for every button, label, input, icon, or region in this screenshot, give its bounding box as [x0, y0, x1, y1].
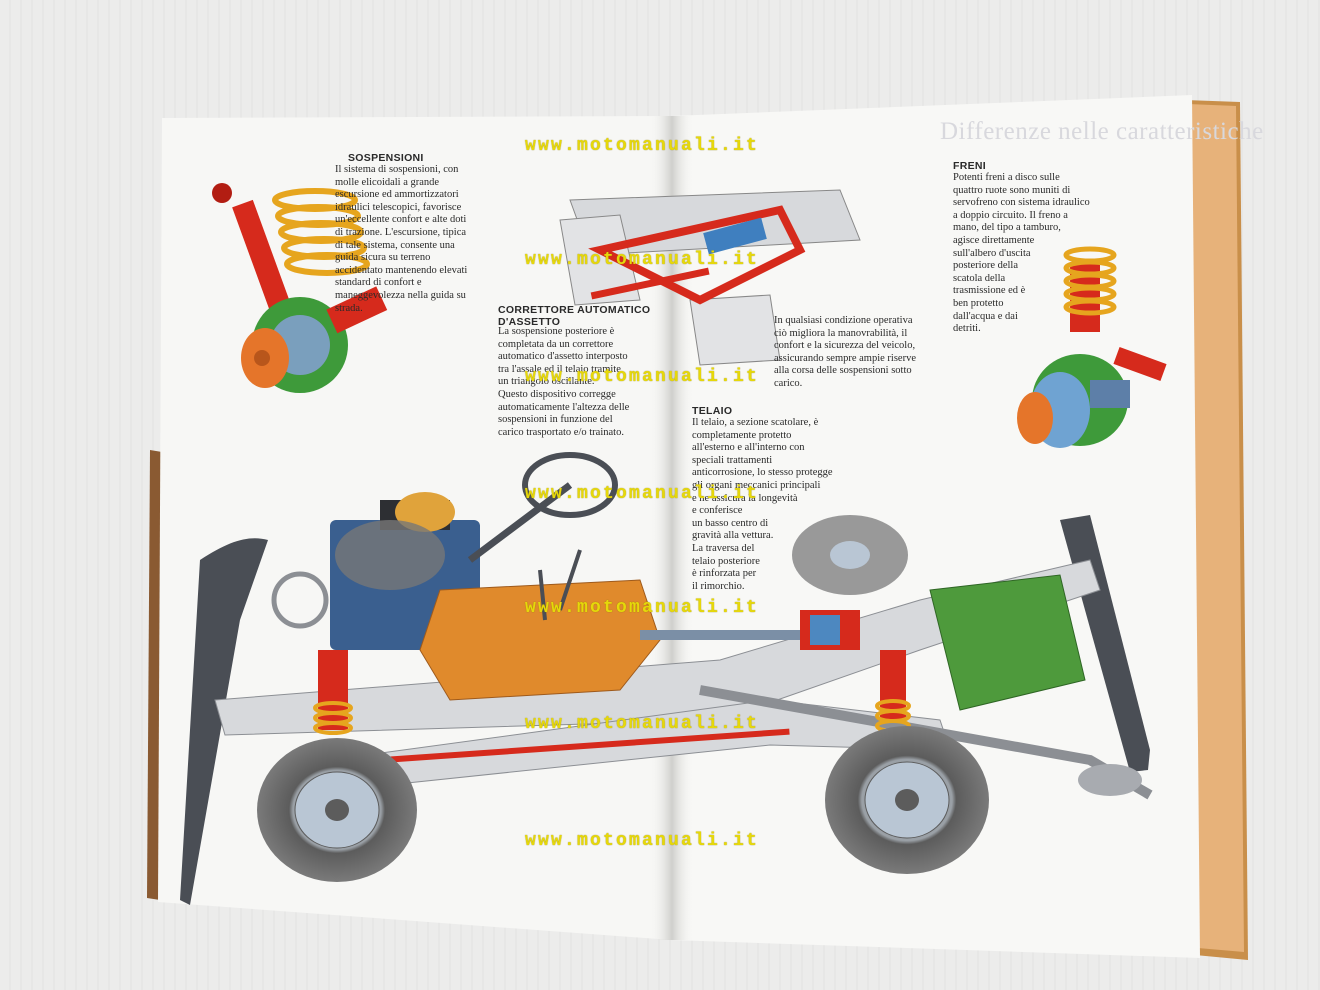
- watermark-text: www.motomanuali.it: [525, 250, 760, 270]
- telaio-body: Il telaio, a sezione scatolare, è comple…: [692, 417, 833, 592]
- freni-heading: FRENI: [953, 160, 986, 172]
- freni-body: Potenti freni a disco sulle quattro ruot…: [953, 172, 1090, 335]
- watermark-text: www.motomanuali.it: [525, 714, 760, 734]
- telaio-heading: TELAIO: [692, 405, 733, 417]
- watermark-text: www.motomanuali.it: [525, 598, 760, 618]
- correttore-heading: CORRETTORE AUTOMATICO D'ASSETTO: [498, 304, 651, 328]
- chassis-illustration: [180, 452, 1153, 905]
- watermark-text: www.motomanuali.it: [525, 136, 760, 156]
- watermark-text: www.motomanuali.it: [525, 484, 760, 504]
- correttore-body: La sospensione posteriore è completata d…: [498, 326, 630, 438]
- operativa-body: In qualsiasi condizione operativa ciò mi…: [774, 315, 916, 389]
- sospensioni-heading: SOSPENSIONI: [348, 152, 424, 164]
- brake-illustration: [1017, 246, 1167, 448]
- corrector-illustration: [559, 189, 861, 366]
- sospensioni-body: Il sistema di sospensioni, con molle eli…: [335, 164, 468, 314]
- front-right-wheel: [335, 520, 445, 590]
- page-title: Differenze nelle caratteristiche: [940, 118, 1264, 145]
- watermark-text: www.motomanuali.it: [525, 831, 760, 851]
- suspension-illustration: [212, 183, 388, 393]
- watermark-text: www.motomanuali.it: [525, 367, 760, 387]
